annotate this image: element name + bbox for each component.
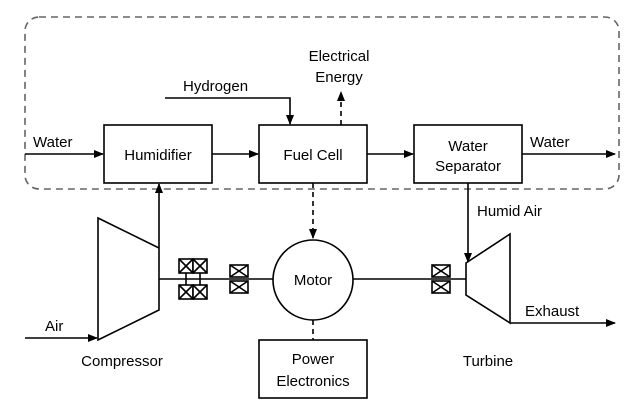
fuel-cell-block: Fuel Cell: [258, 124, 368, 184]
fuel-cell-label: Fuel Cell: [283, 147, 342, 164]
water-separator-label-line2: Separator: [435, 158, 501, 175]
turbine-symbol: [465, 232, 511, 325]
fuel-cell-subsystem-boundary: [24, 16, 620, 190]
water-in-label: Water: [33, 134, 72, 151]
motor-label: Motor: [294, 272, 332, 289]
water-out-label: Water: [530, 134, 569, 151]
water-separator-label-line1: Water: [448, 138, 487, 155]
turbine-bearing-icon: [431, 264, 451, 294]
power-electronics-label-line1: Power: [292, 351, 335, 368]
air-label: Air: [45, 318, 63, 335]
power-electronics-label-line2: Electronics: [276, 373, 349, 390]
compressor-symbol: [97, 216, 160, 342]
electrical-energy-label-line1: Electrical: [309, 48, 370, 65]
motor-bearing-icon: [229, 264, 249, 294]
exhaust-label: Exhaust: [525, 303, 580, 320]
motor-block: Motor: [272, 239, 354, 321]
electrical-energy-label-line2: Energy: [315, 69, 363, 86]
compressor-coupling-icon: [178, 258, 208, 300]
humidifier-block: Humidifier: [103, 124, 213, 184]
hydrogen-label: Hydrogen: [183, 78, 248, 95]
water-separator-block: Water Separator: [413, 124, 523, 184]
hydrogen-arrow: [165, 97, 294, 125]
power-electronics-block: Power Electronics: [258, 339, 368, 399]
humidifier-label: Humidifier: [124, 147, 192, 164]
turbine-label: Turbine: [463, 353, 513, 370]
compressor-label: Compressor: [81, 353, 163, 370]
humid-air-label: Humid Air: [477, 203, 542, 220]
